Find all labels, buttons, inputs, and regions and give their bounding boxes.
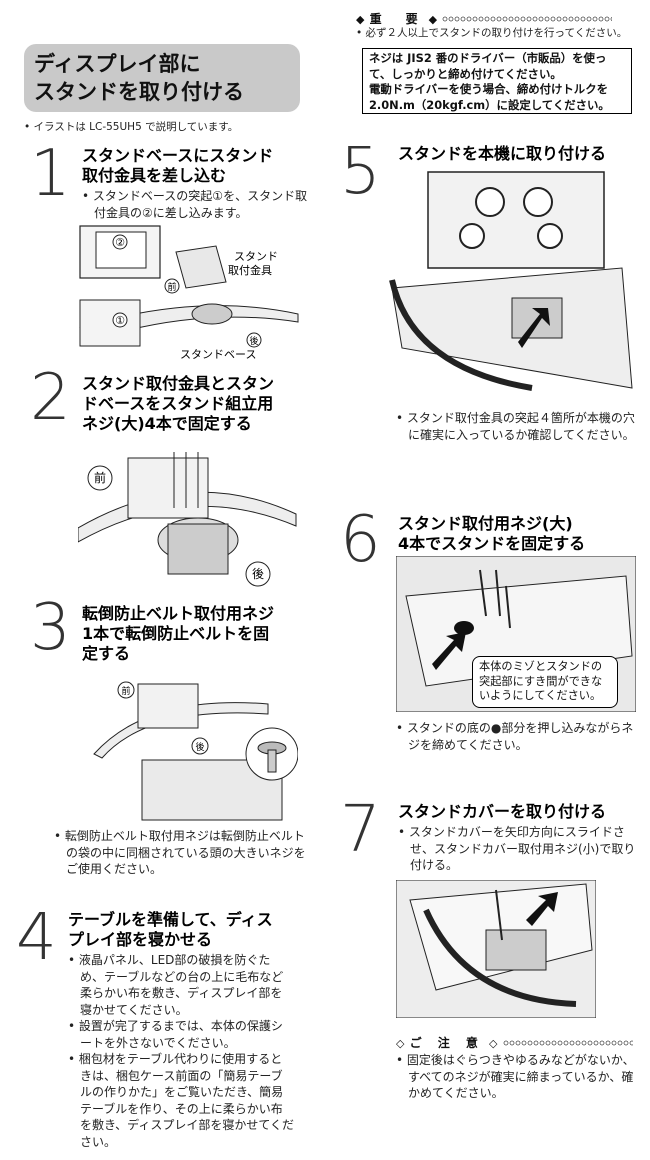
important-note: • 必ず２人以上でスタンドの取り付けを行ってください。 (356, 27, 628, 39)
section-title-box: ディスプレイ部に スタンドを取り付ける (24, 44, 300, 112)
intro-note: • イラストは LC-55UH5 で説明しています。 (24, 121, 239, 133)
svg-text:後: 後 (252, 567, 264, 581)
caution-text: • 固定後はぐらつきやゆるみなどがないか、すべてのネジが確実に締まっているか、確… (396, 1053, 635, 1100)
step-4-title: テーブルを準備して、ディスプレイ部を寝かせる (68, 910, 273, 949)
step-5-bullet: • スタンド取付金具の突起４箇所が本機の穴に確実に入っているか確認してください。 (396, 411, 635, 442)
svg-text:取付金具: 取付金具 (228, 263, 272, 277)
step-3-number: 3 (30, 591, 71, 665)
step-6-title: スタンド取付用ネジ(大)4本でスタンドを固定する (398, 514, 586, 553)
svg-text:後: 後 (195, 741, 204, 753)
caution-heading: ご 注 意 (409, 1036, 484, 1050)
svg-text:後: 後 (249, 335, 258, 347)
step-1-number: 1 (30, 137, 71, 211)
step-6-callout: 本体のミゾとスタンドの突起部にすき間ができないようにしてください。 (472, 656, 618, 708)
caution-header: ◇ ご 注 意 ◇ (396, 1032, 636, 1051)
step-6-bullet: • スタンドの底の●部分を押し込みながらネジを締めてください。 (396, 721, 634, 752)
important-box: ネジは JIS2 番のドライバー（市販品）を使って、しっかりと締め付けてください… (362, 48, 632, 114)
svg-text:前: 前 (94, 470, 106, 485)
step-1-figure: ② スタンド 取付金具 前 ① 後 スタンドベース (79, 225, 299, 361)
svg-text:前: 前 (121, 685, 130, 697)
svg-text:前: 前 (167, 281, 176, 293)
step-5-figure (389, 171, 633, 391)
step-1-title: スタンドベースにスタンド取付金具を差し込む (82, 146, 274, 185)
section-title-line1: ディスプレイ部に (34, 52, 201, 76)
step-7-figure (396, 880, 596, 1018)
step-2-title: スタンド取付金具とスタンドベースをスタンド組立用ネジ(大)4本で固定する (82, 374, 275, 433)
step-1-bullet: • スタンドベースの突起①を、スタンド取付金具の②に差し込みます。 (82, 189, 308, 220)
step-5-number: 5 (340, 135, 381, 209)
step-4-bullets: • 液晶パネル、LED部の破損を防ぐため、テーブルなどの台の上に毛布など柔らかい… (68, 952, 294, 1150)
step-2-number: 2 (30, 361, 71, 435)
svg-text:①: ① (115, 314, 125, 327)
step-7-bullet: • スタンドカバーを矢印方向にスライドさせ、スタンドカバー取付用ネジ(小)で取り… (398, 825, 636, 872)
step-6-number: 6 (340, 503, 381, 577)
svg-text:スタンド: スタンド (234, 250, 278, 263)
step-3-bullet: • 転倒防止ベルト取付用ネジは転倒防止ベルトの袋の中に同梱されている頭の大きいネ… (54, 829, 306, 876)
step-4-bullet-3: • 梱包材をテーブル代わりに使用するときは、梱包ケース前面の「簡易テーブルの作り… (68, 1052, 294, 1149)
step-7-number: 7 (340, 793, 381, 867)
fig1-label-2: ② (115, 236, 125, 249)
step-4-bullet-1: • 液晶パネル、LED部の破損を防ぐため、テーブルなどの台の上に毛布など柔らかい… (68, 953, 284, 1017)
step-4-bullet-2: • 設置が完了するまでは、本体の保護シートを外さないでください。 (68, 1019, 283, 1050)
step-2-figure: 前 後 (78, 452, 297, 587)
important-header: ◆ 重 要 ◆ (356, 8, 636, 27)
step-4-number: 4 (16, 901, 57, 975)
step-3-figure: 前 後 (93, 681, 298, 821)
step-5-title: スタンドを本機に取り付ける (398, 144, 607, 163)
section-title-line2: スタンドを取り付ける (34, 80, 244, 104)
important-heading: 重 要 (369, 12, 424, 26)
step-7-title: スタンドカバーを取り付ける (398, 802, 607, 821)
svg-text:スタンドベース: スタンドベース (180, 348, 256, 361)
